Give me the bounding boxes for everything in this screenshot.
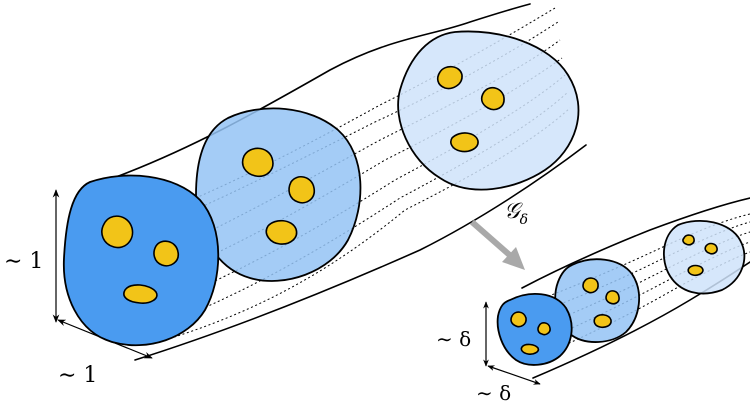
inclusion bbox=[124, 285, 157, 303]
inclusion bbox=[688, 266, 703, 276]
inclusion bbox=[438, 67, 462, 89]
inclusion bbox=[154, 241, 178, 266]
inclusion bbox=[583, 278, 598, 293]
inclusion bbox=[243, 148, 273, 176]
inclusion bbox=[289, 177, 314, 203]
small-height-label: ∼ δ bbox=[436, 327, 471, 351]
scaling-arrow-shaft bbox=[472, 222, 513, 258]
small-cross-section-front bbox=[498, 294, 572, 365]
large-width-label: ∼ 1 bbox=[58, 363, 97, 388]
inclusion bbox=[538, 323, 550, 335]
inclusion bbox=[451, 133, 478, 152]
inclusion bbox=[606, 291, 619, 304]
large-cross-section-middle bbox=[196, 108, 360, 281]
scaling-map: 𝒢δ bbox=[472, 199, 528, 270]
small-tube bbox=[498, 198, 750, 378]
inclusion bbox=[482, 88, 504, 110]
inclusion bbox=[102, 216, 133, 247]
inclusion bbox=[683, 235, 694, 245]
inclusion bbox=[594, 315, 611, 327]
map-label: 𝒢δ bbox=[504, 199, 528, 228]
large-cross-section-back bbox=[398, 31, 578, 189]
inclusion bbox=[266, 221, 296, 244]
large-height-label: ∼ 1 bbox=[4, 249, 43, 274]
inclusion bbox=[705, 244, 717, 254]
small-width-label: ∼ δ bbox=[476, 381, 511, 405]
inclusion bbox=[511, 312, 526, 327]
large-cross-section-front bbox=[64, 176, 218, 346]
small-cross-section-back bbox=[664, 221, 744, 294]
inclusion bbox=[521, 344, 538, 354]
